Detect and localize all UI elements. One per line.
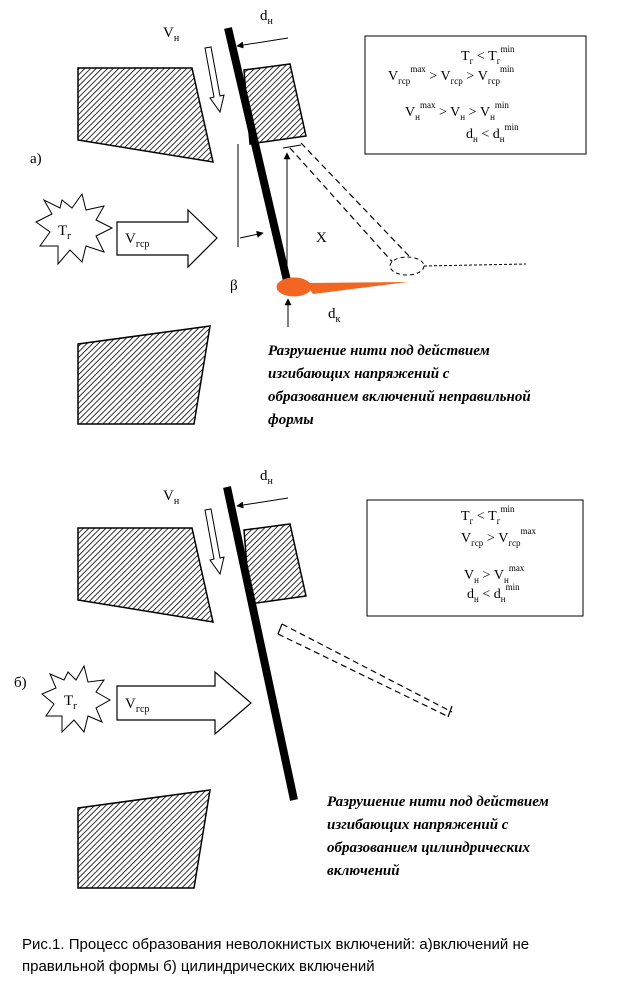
deflected-fiber-edge-lower	[300, 142, 411, 258]
note-a-line: Разрушение нити под действием	[268, 343, 490, 359]
note-a-line: образованием включений неправильной	[268, 389, 531, 405]
note-a-line: изгибающих напряжений с	[268, 366, 450, 382]
panel-a: а) Vн dн Tг Vгср β X	[30, 8, 587, 425]
lower-left-nozzle-block	[77, 325, 211, 425]
condition-b-1: Tг < Tгmin	[461, 504, 515, 526]
v-n-label-a: Vн	[163, 25, 180, 44]
beta-angle-arrow	[239, 230, 264, 239]
note-b-line: изгибающих напряжений с	[327, 817, 509, 833]
t-g-label-a: Tг	[58, 223, 71, 242]
x-label: X	[316, 230, 327, 246]
cylindrical-fragment-end	[277, 623, 283, 635]
v-n-label-b: Vн	[163, 488, 180, 507]
condition-a-3: Vнmax > Vн > Vнmin	[405, 100, 509, 122]
beta-label: β	[230, 278, 238, 294]
x-dimension-tick	[282, 144, 302, 149]
cylindrical-fragment-tip	[447, 705, 453, 718]
note-b-line: Разрушение нити под действием	[327, 794, 549, 810]
condition-b-2: Vгср > Vгсрmax	[461, 526, 537, 548]
note-b-line: включений	[327, 863, 400, 879]
v-gsr-label-a: Vгср	[125, 231, 149, 250]
caption-line: правильной формы б) цилиндрических включ…	[22, 958, 375, 975]
panel-b: б) Vн dн Tг Vгср Tг < Tгmin Vгср > Vгсрm…	[14, 468, 584, 889]
caption-line: Рис.1. Процесс образования неволокнистых…	[22, 936, 530, 953]
condition-a-2: Vгсрmax > Vгср > Vгсрmin	[388, 64, 515, 86]
v-gsr-label-b: Vгср	[125, 696, 149, 715]
note-b-line: образованием цилиндрических	[327, 840, 530, 856]
panel-b-label: б)	[14, 675, 27, 691]
gas-temperature-star-b	[41, 664, 112, 734]
t-g-label-b: Tг	[64, 693, 77, 712]
fiber-velocity-arrow-b	[204, 508, 225, 576]
panel-a-label: а)	[30, 151, 42, 167]
note-a-line: формы	[268, 412, 314, 428]
cylindrical-fragment-edge-lower	[277, 633, 448, 717]
d-n-arrow-a	[236, 37, 289, 49]
cylindrical-fragment-edge-upper	[281, 623, 453, 713]
note-panel-a: Разрушение нити под действием изгибающих…	[268, 340, 618, 432]
note-panel-b: Разрушение нити под действием изгибающих…	[327, 791, 622, 883]
d-k-label: dк	[328, 306, 341, 325]
deflected-fiber-tail	[423, 263, 527, 267]
molten-droplet	[276, 277, 312, 297]
condition-a-1: Tг < Tгmin	[461, 44, 515, 66]
d-n-arrow-b	[236, 497, 289, 509]
gas-temperature-star-a	[35, 192, 114, 266]
condition-b-4: dн < dнmin	[467, 582, 520, 604]
condition-a-4: dн < dнmin	[466, 122, 519, 144]
d-n-label-a: dн	[260, 8, 274, 27]
droplet-tail	[305, 282, 408, 294]
d-n-label-b: dн	[260, 468, 274, 487]
fiber-a	[224, 27, 292, 286]
figure-caption: Рис.1. Процесс образования неволокнистых…	[22, 934, 622, 978]
upper-left-nozzle-block-b	[77, 527, 214, 623]
fiber-velocity-arrow-a	[204, 46, 225, 114]
fiber-b	[223, 486, 298, 801]
conditions-box-a	[364, 35, 587, 155]
gas-flow-arrow-a	[116, 208, 218, 269]
deflected-fiber-edge-upper	[289, 147, 397, 267]
lower-left-nozzle-block-b	[77, 789, 211, 889]
upper-left-nozzle-block	[77, 67, 214, 163]
condition-b-3: Vн > Vнmax	[464, 563, 525, 585]
deflected-droplet-outline	[389, 256, 425, 276]
gas-flow-arrow-b	[116, 670, 252, 736]
conditions-box-b	[366, 499, 584, 617]
